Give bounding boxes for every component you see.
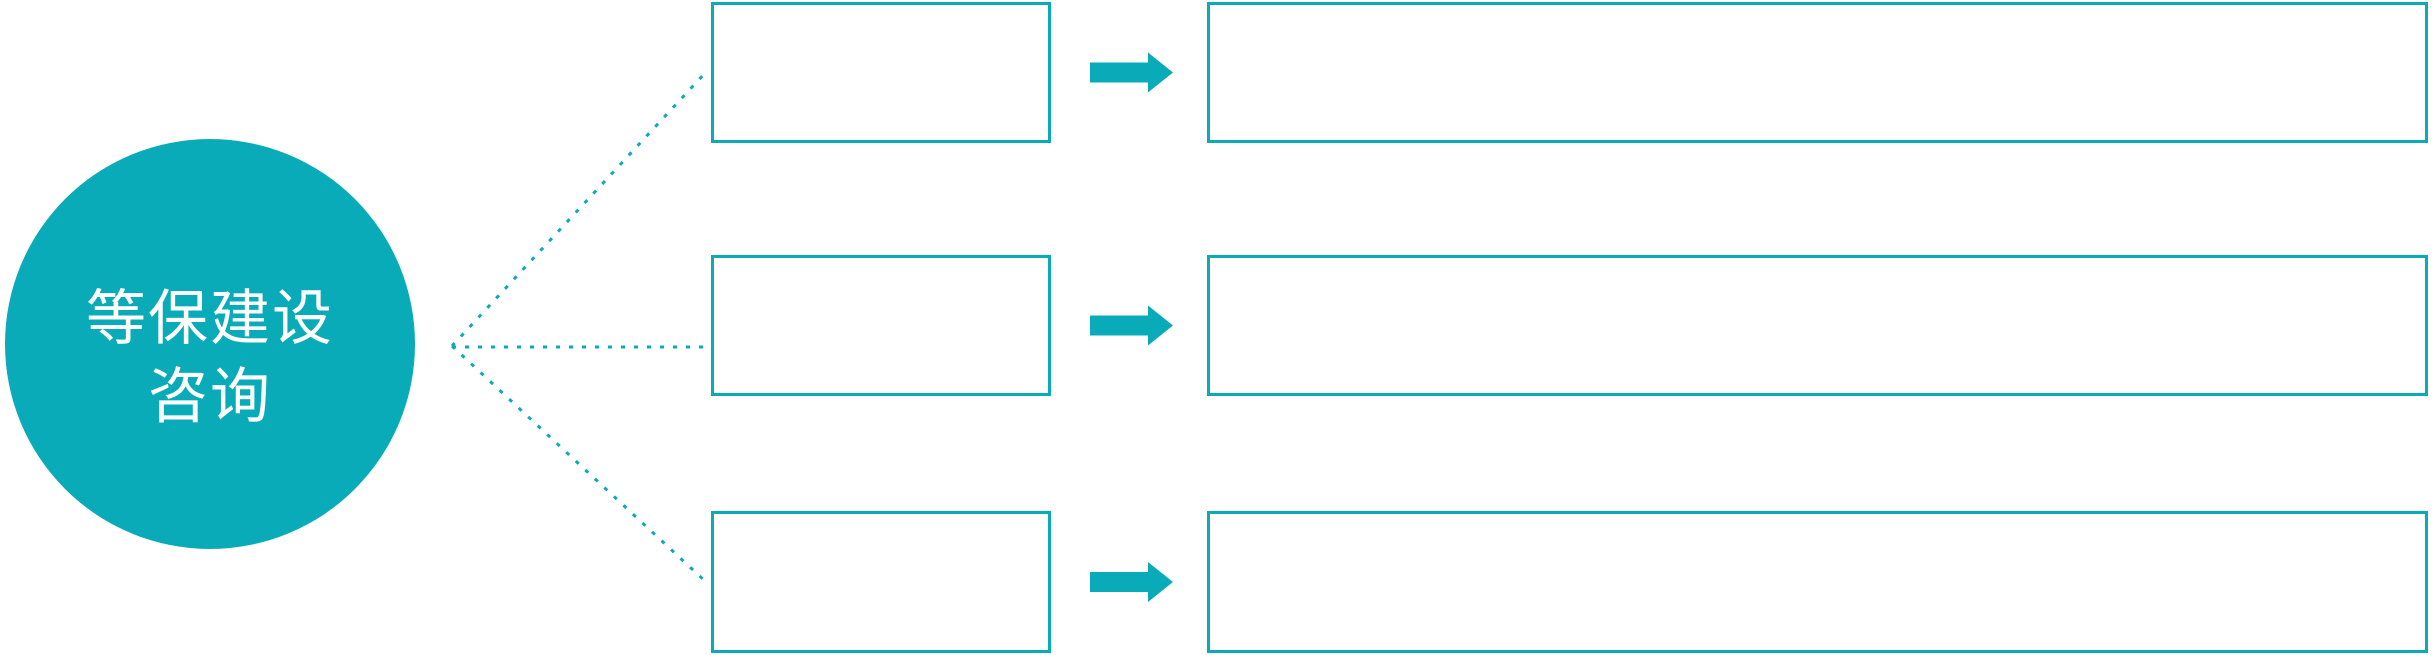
category-box [711, 511, 1051, 653]
category-box [711, 255, 1051, 396]
topic-circle: 等保建设 咨询 [5, 139, 415, 549]
topic-circle-label-line1: 等保建设 [86, 285, 334, 352]
description-box [1207, 511, 2428, 653]
category-box [711, 2, 1051, 143]
description-box [1207, 2, 2428, 143]
right-arrow-icon [1090, 305, 1173, 346]
dotted-connector-line [450, 70, 708, 348]
topic-circle-label-line2: 咨询 [148, 363, 272, 430]
right-arrow-icon [1090, 52, 1173, 93]
right-arrow-icon [1090, 562, 1173, 602]
dotted-connector-line [450, 344, 708, 584]
description-box [1207, 255, 2428, 396]
